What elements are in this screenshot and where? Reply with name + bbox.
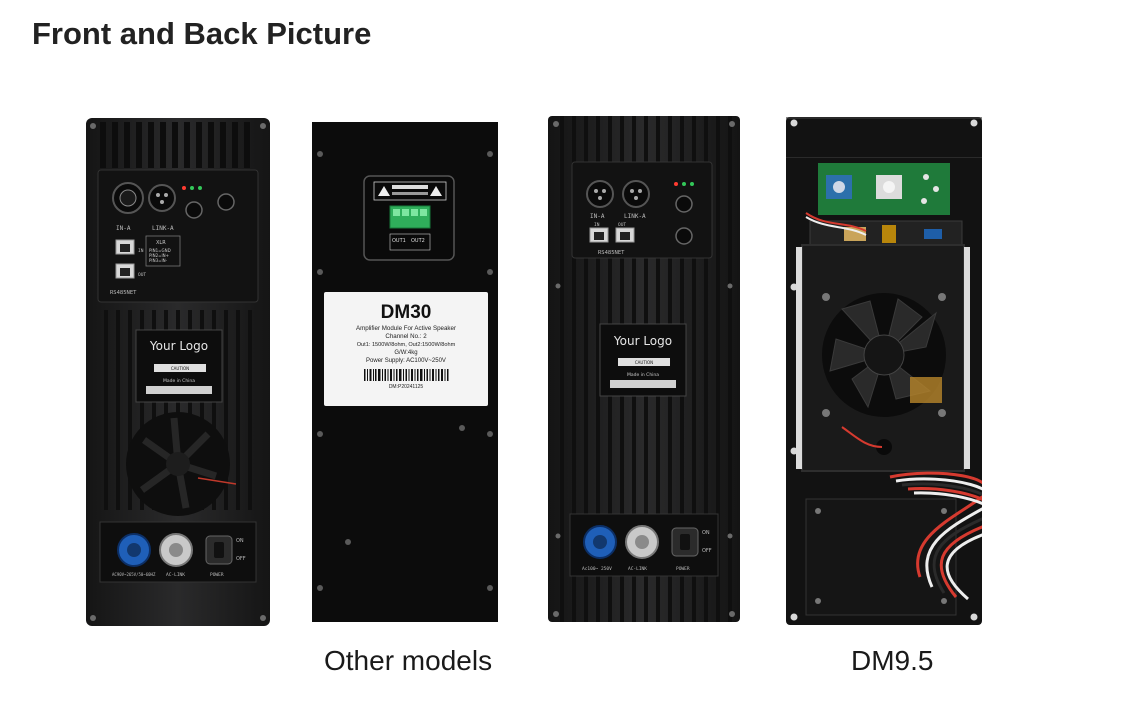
- caption-dm95: DM9.5: [851, 645, 934, 676]
- made-in-china-text: Made in China: [163, 378, 195, 384]
- mode-knob[interactable]: [217, 193, 235, 211]
- pin2-label: PIN2=IN+: [149, 253, 169, 258]
- rs485net-label: RS485NET: [110, 290, 137, 296]
- out2-label: OUT2: [411, 238, 425, 244]
- out-port-label: OUT: [138, 272, 146, 278]
- caution-text: CAUTION: [171, 366, 189, 371]
- in-port-label: IN: [138, 248, 144, 254]
- power-switch[interactable]: [214, 542, 224, 558]
- caution-text: CAUTION: [635, 360, 653, 365]
- pin1-label: PIN1=GND: [149, 248, 171, 253]
- volume-knob[interactable]: [675, 195, 693, 213]
- amplifier-front-panel-photo: IN-A LINK-A XLR PIN1=GND PIN2=IN+ PIN3=I…: [86, 118, 270, 626]
- dm95-internal-module-photo: [786, 117, 982, 625]
- ac-link-label: AC-LINK: [166, 572, 185, 578]
- mode-knob[interactable]: [675, 227, 693, 245]
- rs485net-label: RS485NET: [598, 250, 625, 256]
- amplifier-back-plate-photo: OUT1 OUT2 DM30 Amplifier Module For Acti…: [312, 122, 498, 622]
- spec-line-2: Channel No.: 2: [385, 333, 427, 340]
- made-in-china-text: Made in China: [627, 372, 659, 378]
- off-label: OFF: [236, 556, 246, 562]
- power-label: POWER: [676, 566, 690, 572]
- in-port-label: IN: [594, 222, 600, 228]
- link-a-label: LINK-A: [624, 213, 646, 220]
- spec-line-1: Amplifier Module For Active Speaker: [356, 325, 456, 332]
- on-label: ON: [236, 538, 244, 544]
- spec-line-3: Out1: 1500W/8ohm, Out2:1500W/8ohm: [357, 342, 456, 348]
- in-a-label: IN-A: [116, 225, 131, 232]
- caption-other-models: Other models: [324, 645, 493, 676]
- out-port-label: OUT: [618, 222, 626, 228]
- logo-text: Your Logo: [613, 334, 672, 348]
- ac-input-label: Ac100~ 250V: [582, 566, 612, 572]
- barcode-text: DM:P20241125: [389, 384, 424, 390]
- model-name: DM30: [381, 302, 432, 323]
- pin3-label: PIN3=IN-: [149, 258, 168, 263]
- power-label: POWER: [210, 572, 224, 578]
- volume-knob[interactable]: [185, 201, 203, 219]
- xlr-label: XLR: [156, 240, 166, 246]
- link-a-label: LINK-A: [152, 225, 174, 232]
- barcode: [364, 369, 449, 381]
- spec-line-4: G/W:4kg: [394, 350, 417, 356]
- off-label: OFF: [702, 548, 712, 554]
- page-heading: Front and Back Picture: [32, 16, 372, 51]
- on-label: ON: [702, 530, 710, 536]
- in-a-label: IN-A: [590, 213, 605, 220]
- spec-line-5: Power Supply: AC100V~250V: [366, 358, 446, 364]
- ac-input-label: AC90V~265V/50~60HZ: [112, 572, 156, 577]
- amplifier-front-panel-variant-photo: IN-A LINK-A IN OUT RS485NET Your Logo CA…: [548, 116, 740, 622]
- ac-link-label: AC-LINK: [628, 566, 647, 572]
- out1-label: OUT1: [392, 238, 406, 244]
- power-switch[interactable]: [680, 534, 690, 550]
- logo-text: Your Logo: [149, 339, 208, 353]
